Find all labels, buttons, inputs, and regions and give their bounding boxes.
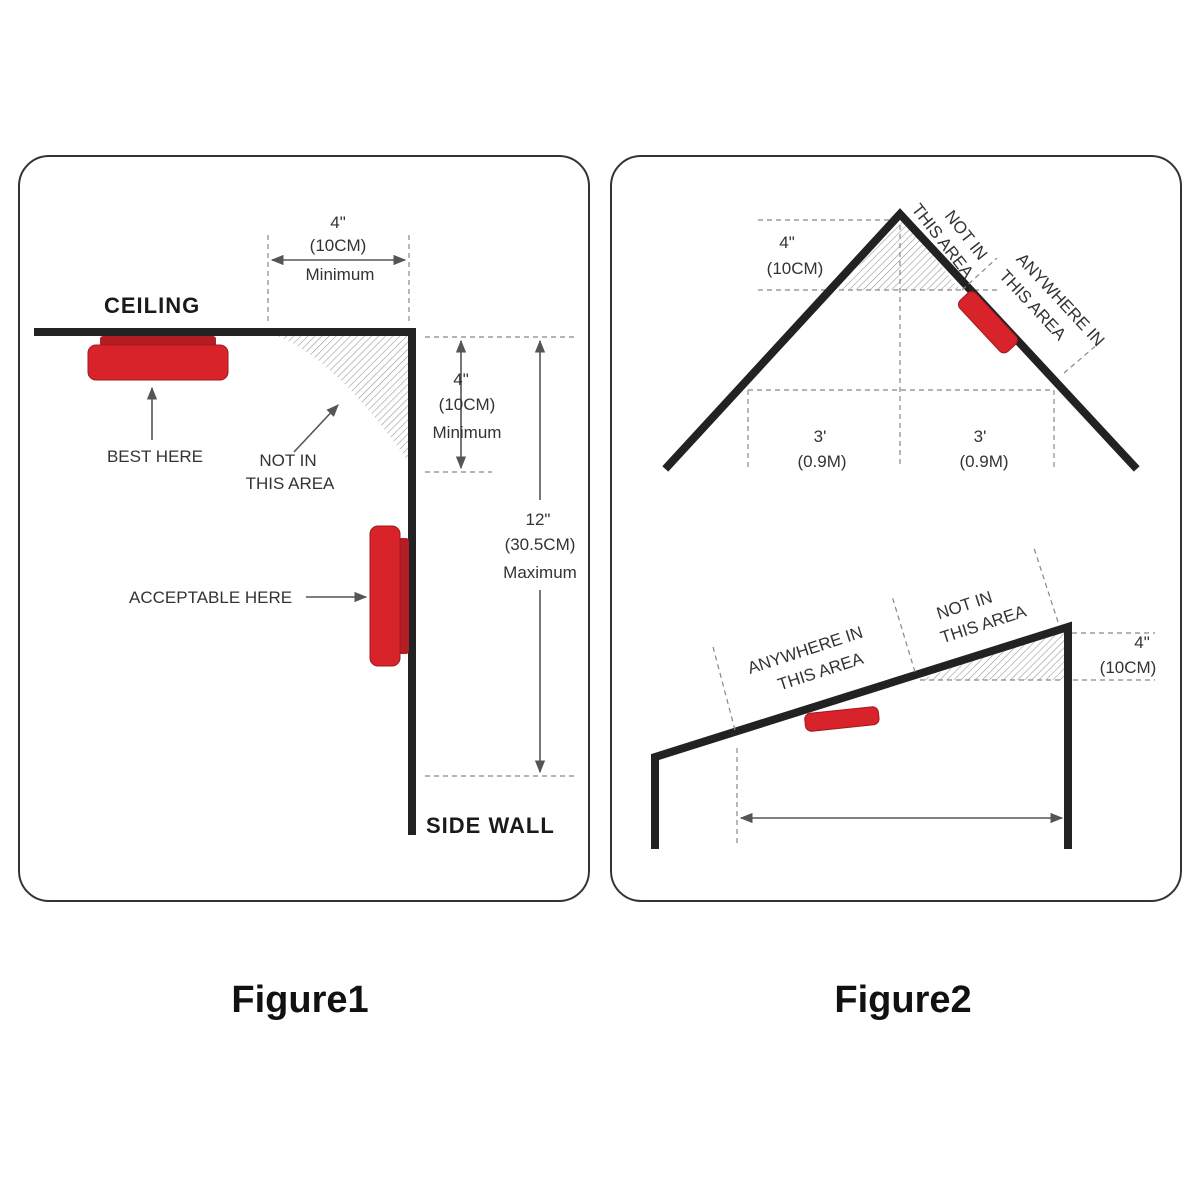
- figure2-peak-left-dist-metric: (0.9M): [797, 452, 846, 471]
- figure1-top-dim-metric: (10CM): [310, 236, 367, 255]
- figure1-max-dim-value: 12": [526, 510, 551, 529]
- figure1-best-here-label: BEST HERE: [107, 447, 203, 466]
- figure2-peak-bracket-tick-top: [961, 257, 998, 291]
- figure2-peak-dim-value: 4": [779, 233, 795, 252]
- figure2-shed-bracket-tick-mid: [891, 595, 916, 673]
- figure1-side-wall-label: SIDE WALL: [426, 813, 555, 838]
- figure1-top-dim-value: 4": [330, 213, 346, 232]
- figure1-dead-air-zone: [268, 333, 411, 465]
- figure1-not-in-area-line1: NOT IN: [259, 451, 316, 470]
- figure1-max-dim-note: Maximum: [503, 563, 577, 582]
- figure2-peak-bracket-tick-bottom: [1063, 342, 1100, 374]
- figure2-panel: 4" (10CM) NOT IN THIS AREA ANYWHERE IN T…: [610, 155, 1182, 1021]
- figure2-frame: [610, 155, 1182, 902]
- figure2-shed-dim-value: 4": [1134, 633, 1150, 652]
- figure2-peak-right-dist-metric: (0.9M): [959, 452, 1008, 471]
- figure1-wall-detector: [369, 525, 401, 667]
- figure1-ceiling-label: CEILING: [104, 293, 200, 318]
- figure2-shed-bracket-tick-right: [1032, 544, 1059, 623]
- figure2-shed-roof-line: [651, 621, 1072, 849]
- figure1-ceiling-detector: [87, 344, 229, 381]
- figure1-min-dim-note: Minimum: [433, 423, 502, 442]
- figure2-caption: Figure2: [834, 979, 971, 1021]
- figure1-caption: Figure1: [231, 979, 368, 1021]
- figure2-shed-detector: [804, 706, 880, 732]
- figure2-peak-roof-line: [662, 208, 1140, 472]
- figure1-min-dim-value: 4": [453, 370, 469, 389]
- figure2-peak-left-dist-value: 3': [814, 427, 827, 446]
- figure2-peak-detector: [957, 291, 1018, 354]
- figure1-min-dim-metric: (10CM): [439, 395, 496, 414]
- figure1-panel: 4" (10CM) Minimum 4" (10CM) Minimum 12" …: [18, 155, 590, 1021]
- figure1-not-in-area-line2: THIS AREA: [246, 474, 335, 493]
- figure1-acceptable-here-label: ACCEPTABLE HERE: [129, 588, 292, 607]
- figure1-max-dim-metric: (30.5CM): [505, 535, 576, 554]
- figure1-top-dim-note: Minimum: [306, 265, 375, 284]
- figure2-shed-dim-metric: (10CM): [1100, 658, 1157, 677]
- figure1-frame: [18, 155, 590, 902]
- figure2-peak-dim-metric: (10CM): [767, 259, 824, 278]
- figure2-shed-bracket-tick-left: [711, 642, 736, 731]
- figure1-not-in-area-arrow: [293, 404, 339, 453]
- figure2-peak-right-dist-value: 3': [974, 427, 987, 446]
